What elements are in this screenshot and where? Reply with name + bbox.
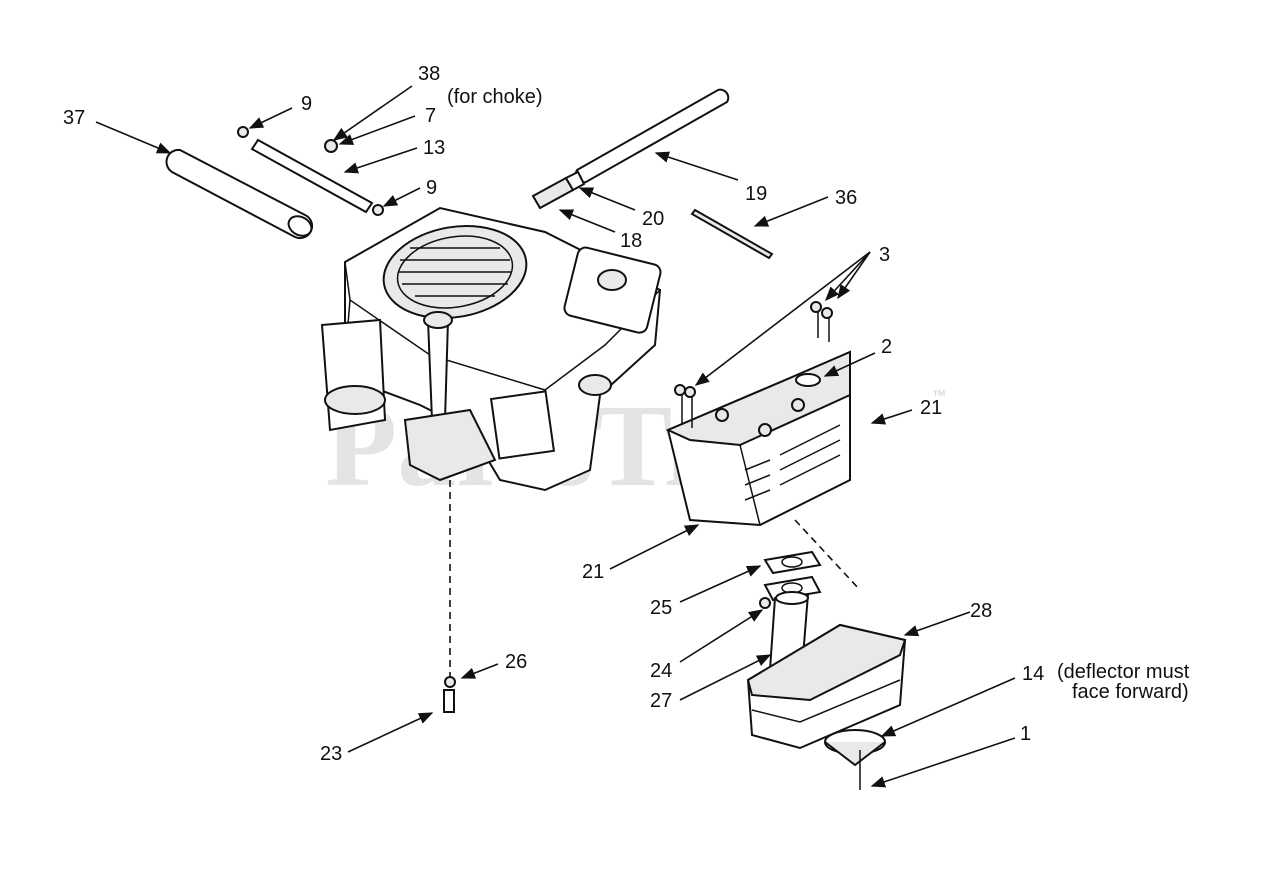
callout-28: 28: [970, 600, 992, 622]
callout-38-note: (for choke): [447, 86, 543, 108]
callout-14: 14: [1022, 663, 1044, 685]
callout-21-lower: 21: [582, 561, 604, 583]
callout-labels: 38 (for choke) 9 7 13 9 37 19 20 18 36 3…: [63, 63, 1190, 765]
heat-shield-21: [665, 350, 851, 527]
callout-23: 23: [320, 743, 342, 765]
callout-25: 25: [650, 597, 672, 619]
clamp-9-lower: [372, 204, 384, 216]
watermark-trademark: ™: [932, 387, 946, 403]
engine-assembly: [320, 206, 662, 492]
callout-9-upper: 9: [301, 93, 312, 115]
spring-36: [690, 208, 774, 260]
fitting-20-18: [531, 170, 586, 210]
blower-fan-screen: [382, 224, 528, 320]
callout-13: 13: [423, 137, 445, 159]
bolts-3: [674, 301, 833, 428]
callout-14-note-line1: (deflector must: [1057, 661, 1190, 683]
dipstick-26-23: [443, 676, 456, 713]
tube-37: [165, 148, 314, 240]
callout-27: 27: [650, 690, 672, 712]
callout-2: 2: [881, 336, 892, 358]
callout-14-note-line2: face forward): [1072, 681, 1189, 703]
leader-lines: [95, 85, 1016, 788]
clamp-9-upper: [237, 126, 249, 138]
callout-26: 26: [505, 651, 527, 673]
callout-7: 7: [425, 105, 436, 127]
choke-part-7: [324, 139, 338, 153]
callout-36: 36: [835, 187, 857, 209]
callout-21-upper: 21: [920, 397, 942, 419]
callout-3: 3: [879, 244, 890, 266]
callout-37: 37: [63, 107, 85, 129]
deflector-14: [824, 729, 886, 767]
callout-24: 24: [650, 660, 672, 682]
muffler-28: [746, 623, 907, 750]
callout-9-lower: 9: [426, 177, 437, 199]
callout-20: 20: [642, 208, 664, 230]
callout-18: 18: [620, 230, 642, 252]
callout-1: 1: [1020, 723, 1031, 745]
callout-19: 19: [745, 183, 767, 205]
gasket-25: [763, 550, 822, 575]
tube-13: [250, 138, 374, 214]
callout-38: 38: [418, 63, 440, 85]
shield-drop-line: [794, 519, 861, 591]
